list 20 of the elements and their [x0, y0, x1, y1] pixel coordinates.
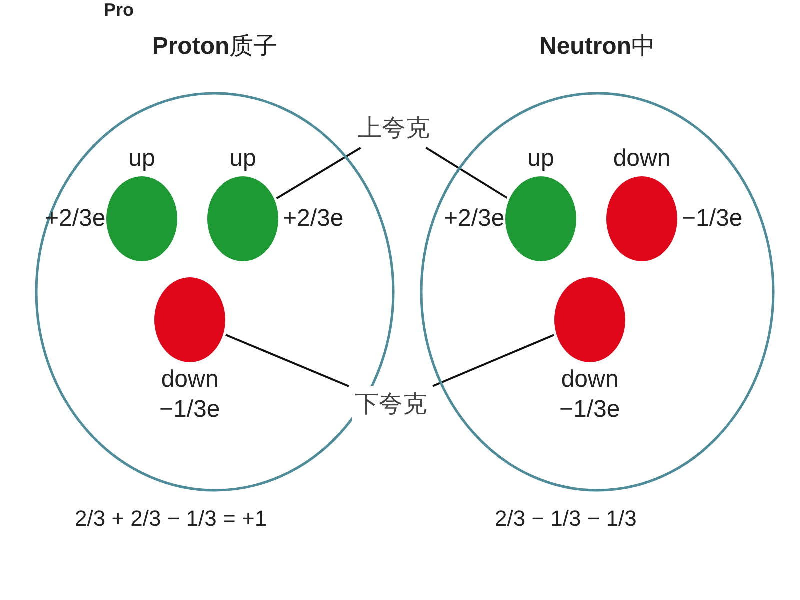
quark-label: up — [526, 144, 556, 174]
quark-label: down — [612, 144, 672, 174]
charge-label: −1/3e — [160, 396, 220, 424]
heading: Proton质子 — [151, 32, 279, 62]
charge-label: +2/3e — [283, 205, 344, 233]
quark-label: down — [560, 365, 620, 395]
leader-line — [426, 147, 508, 199]
charge-label: −1/3e — [682, 205, 743, 233]
quark-label: up — [228, 144, 258, 174]
charge-label: +2/3e — [444, 205, 505, 233]
leader-line — [432, 334, 554, 388]
leader-line — [276, 147, 362, 200]
charge-label: −1/3e — [560, 396, 620, 424]
charge-equation: 2/3 − 1/3 − 1/3 — [495, 506, 637, 532]
charge-equation: 2/3 + 2/3 − 1/3 = +1 — [75, 506, 268, 532]
heading: Neutron中 — [538, 32, 656, 62]
leader-line — [226, 334, 350, 388]
cut-off-text: Pro — [104, 0, 134, 21]
quark-label: up — [128, 144, 156, 174]
quark-label: down — [160, 365, 220, 395]
